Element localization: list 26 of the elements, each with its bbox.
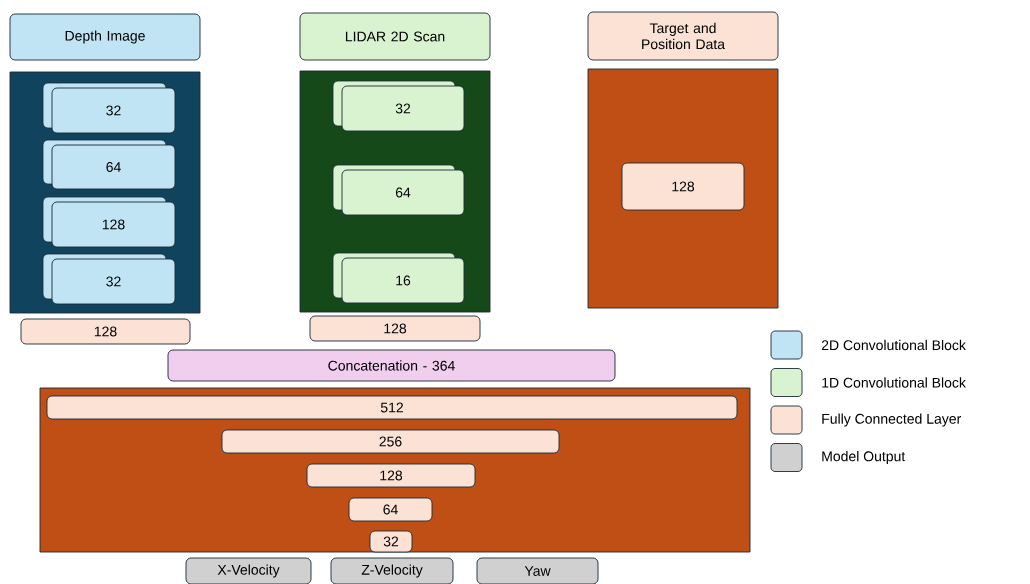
conv-block: 16	[332, 252, 465, 304]
input-box: Depth Image	[9, 13, 201, 61]
output-box: X-Velocity	[185, 557, 312, 584]
layer-box: 64	[348, 497, 433, 522]
conv-block: 64	[42, 139, 176, 190]
layer-box: 32	[369, 530, 413, 553]
layer-box: 128	[20, 318, 191, 345]
conv-block: 64	[332, 164, 465, 216]
conv-block: 32	[42, 82, 176, 134]
legend-label: 1D Convolutional Block	[822, 377, 966, 388]
input-box: LIDAR 2D Scan	[299, 12, 491, 61]
conv-block: 32	[332, 80, 465, 132]
conv-block: 128	[42, 196, 176, 248]
concat-box: Concatenation - 364	[167, 349, 616, 382]
layer-box: 128	[621, 162, 745, 211]
layer-box: 128	[306, 463, 476, 488]
layer-box: 512	[46, 395, 738, 420]
legend-label: Model Output	[822, 451, 906, 465]
conv-block: 32	[42, 253, 176, 305]
legend-label: Fully Connected Layer	[822, 413, 962, 427]
input-box: Target and Position Data	[587, 11, 779, 61]
output-box: Yaw	[476, 557, 599, 584]
layer-box: 256	[221, 429, 560, 454]
legend-label: 2D Convolutional Block	[821, 339, 966, 351]
layer-box: 128	[309, 315, 481, 342]
output-box: Z-Velocity	[330, 557, 454, 584]
